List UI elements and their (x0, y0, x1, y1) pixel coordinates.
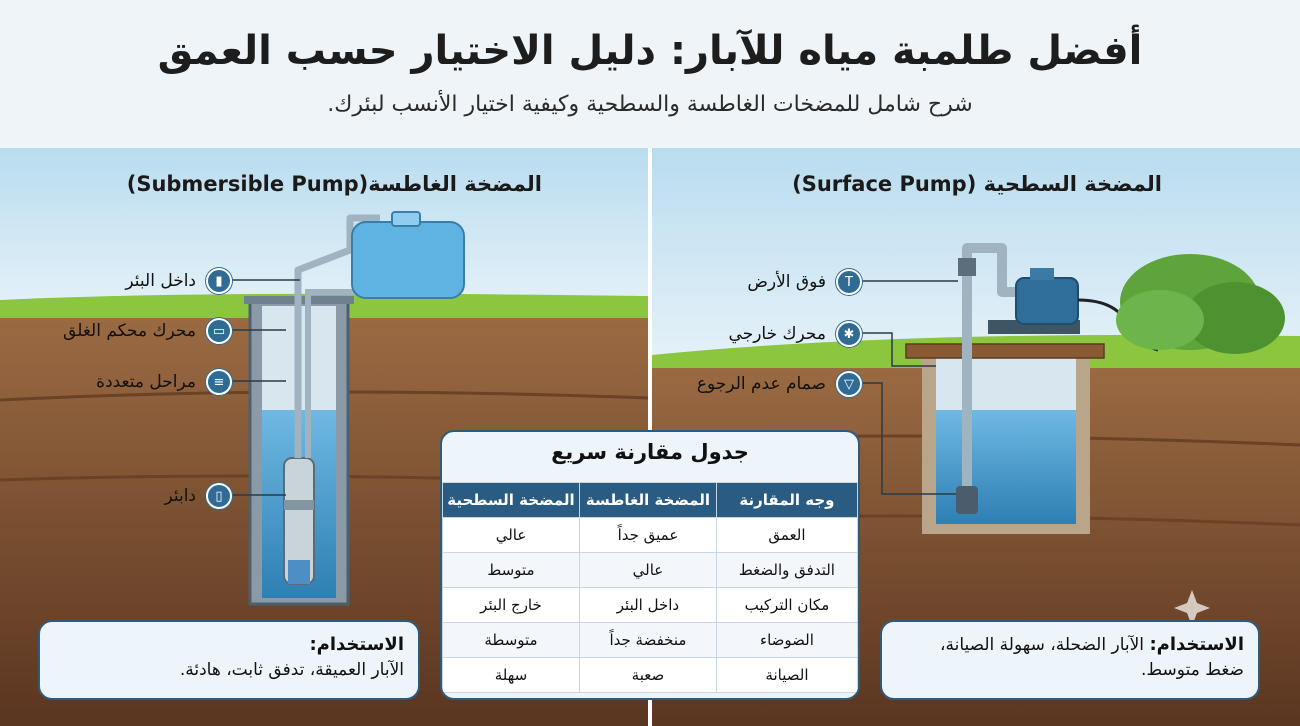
surface-usage-label: الاستخدام: (1149, 634, 1244, 655)
bush (1116, 254, 1285, 354)
gear-icon: ✱ (836, 321, 862, 347)
submersible-title: المضخة الغاطسة(Submersible Pump) (126, 172, 542, 196)
table-cell: خارج البئر (442, 587, 580, 623)
water-tank (351, 211, 465, 299)
table-row: التدفق والضغط عالي متوسط (442, 552, 858, 588)
surface-usage-text: الآبار الضحلة، سهولة الصيانة، ضغط متوسط. (939, 635, 1244, 681)
callout-sealed-motor: ▭ محرك محكم الغلق (40, 318, 232, 344)
surface-well (905, 343, 1105, 534)
table-cell: صعبة (578, 657, 717, 693)
table-cell: داخل البئر (578, 587, 717, 623)
sky-left (0, 148, 648, 308)
table-row: مكان التركيب داخل البئر خارج البئر (442, 587, 858, 623)
table-header-row: وجه المقارنة المضخة الغاطسة المضخة السطح… (442, 482, 858, 518)
table-row: الضوضاء منخفضة جداً متوسطة (442, 622, 858, 658)
submersible-pump (283, 457, 315, 585)
callout-external-motor: ✱ محرك خارجي (660, 321, 862, 347)
table-cell: التدفق والضغط (715, 552, 858, 588)
table-cell: عالي (578, 552, 717, 588)
callout-submerged: ▯ دابئر (40, 483, 232, 509)
surface-title: المضخة السطحية (Surface Pump) (792, 172, 1162, 196)
submersible-usage-text: الآبار العميقة، تدفق ثابت، هادئة. (179, 660, 404, 681)
table-header-cell: المضخة الغاطسة (578, 482, 717, 518)
table-header-cell: وجه المقارنة (715, 482, 858, 518)
table-cell: الصيانة (715, 657, 858, 693)
page-title: أفضل طلمبة مياه للآبار: دليل الاختيار حس… (157, 28, 1143, 74)
comparison-table: وجه المقارنة المضخة الغاطسة المضخة السطح… (442, 482, 858, 693)
surface-usage-box: الاستخدام: الآبار الضحلة، سهولة الصيانة،… (880, 620, 1260, 700)
motor-icon: ▭ (206, 318, 232, 344)
table-cell: عالي (442, 517, 580, 553)
table-cell: مكان التركيب (715, 587, 858, 623)
table-row: الصيانة صعبة سهلة (442, 657, 858, 693)
table-header-cell: المضخة السطحية (442, 482, 580, 518)
valve-icon: ▽ (836, 371, 862, 397)
callout-inside-well: ▮ داخل البئر (40, 268, 232, 294)
table-cell: الضوضاء (715, 622, 858, 658)
pump-icon: ▯ (206, 483, 232, 509)
submersible-usage-label: الاستخدام: (309, 634, 404, 655)
table-cell: منخفضة جداً (578, 622, 717, 658)
callout-multistage: ≡ مراحل متعددة (40, 369, 232, 395)
table-cell: متوسطة (442, 622, 580, 658)
table-cell: متوسط (442, 552, 580, 588)
table-cell: سهلة (442, 657, 580, 693)
table-cell: عميق جداً (578, 517, 717, 553)
callout-above-ground: T فوق الأرض (660, 269, 862, 295)
surface-pump (988, 268, 1159, 352)
ground-pump-icon: T (836, 269, 862, 295)
table-row: العمق عميق جداً عالي (442, 517, 858, 553)
stages-icon: ≡ (206, 369, 232, 395)
surface-pipe (962, 243, 1020, 505)
header-banner (0, 0, 1300, 148)
well-icon: ▮ (206, 268, 232, 294)
table-cell: العمق (715, 517, 858, 553)
submersible-usage-box: الاستخدام: الآبار العميقة، تدفق ثابت، ها… (38, 620, 420, 700)
comparison-table-card: جدول مقارنة سريع وجه المقارنة المضخة الغ… (440, 430, 860, 700)
submersible-pipe (294, 214, 380, 458)
sparkle-icon (1174, 590, 1210, 626)
comparison-title: جدول مقارنة سريع (551, 440, 749, 464)
page-subtitle: شرح شامل للمضخات الغاطسة والسطحية وكيفية… (327, 92, 973, 117)
callout-check-valve: ▽ صمام عدم الرجوع (660, 371, 862, 397)
